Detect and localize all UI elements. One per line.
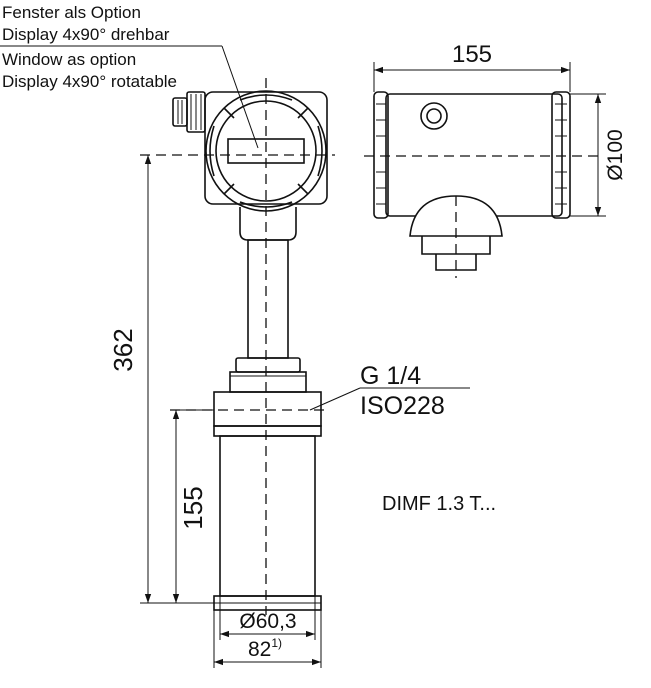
note-display-en: Display 4x90° rotatable: [2, 72, 177, 91]
dim-width-bottom: 82: [248, 638, 271, 661]
note-window-en: Window as option: [2, 50, 136, 69]
thread-standard: ISO228: [360, 392, 445, 420]
dim-width-bottom-group: 821): [248, 636, 282, 661]
note-window-de: Fenster als Option: [2, 3, 141, 22]
housing-neck: [239, 207, 297, 241]
side-right-cap: [551, 91, 571, 219]
dim-lower-height: 155: [178, 486, 208, 529]
dim-width-bottom-note: 1): [271, 636, 282, 650]
thread-callout: G 1/4 ISO228: [309, 362, 470, 420]
thread-leader: [309, 387, 361, 411]
stem: [247, 239, 289, 359]
note-display-de: Display 4x90° drehbar: [2, 25, 170, 44]
side-gland-inner: [426, 108, 442, 124]
dim-width-top: 155: [452, 41, 492, 68]
housing-body: [204, 91, 328, 205]
model-designation: DIMF 1.3 T...: [382, 493, 496, 515]
side-view: [364, 91, 600, 278]
cable-gland: [172, 91, 206, 133]
thread-spec: G 1/4: [360, 362, 421, 390]
side-left-cap: [373, 91, 389, 219]
dim-total-height: 362: [108, 328, 138, 371]
dim-housing-dia: Ø100: [604, 129, 627, 180]
option-notes: Fenster als Option Display 4x90° drehbar…: [0, 3, 259, 149]
process-connection: [229, 357, 307, 393]
side-gland-outer: [420, 102, 448, 130]
dimensions: 155 Ø100 362 155 Ø60,3 821): [108, 41, 627, 668]
sensor-tube: [213, 391, 322, 611]
dim-tube-dia: Ø60,3: [239, 610, 296, 633]
front-view: [140, 78, 335, 615]
